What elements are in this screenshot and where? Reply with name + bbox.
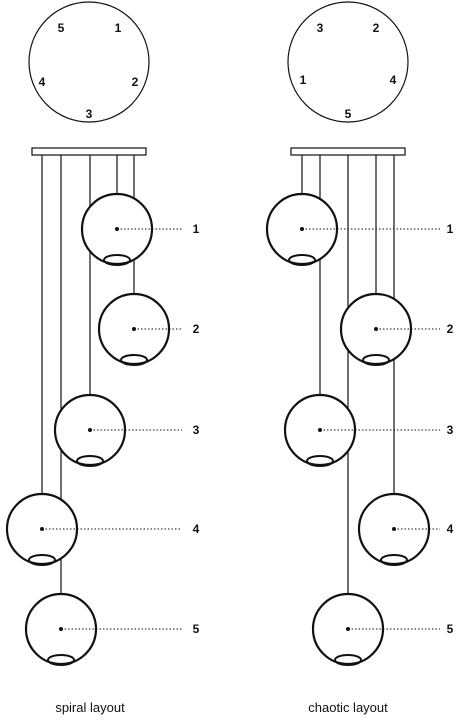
spiral-top-label-1: 1 <box>115 21 122 35</box>
chaotic-layout-diagram: 3 2 1 4 5 1 2 <box>265 1 454 715</box>
chaotic-top-label-3: 3 <box>317 21 324 35</box>
spiral-pendant-4: 4 <box>5 492 200 566</box>
spiral-pendant-label-3: 3 <box>193 423 200 437</box>
spiral-top-label-2: 2 <box>132 75 139 89</box>
spiral-pendant-label-4: 4 <box>193 522 200 536</box>
chaotic-pendant-label-2: 2 <box>447 322 454 336</box>
spiral-top-view: 5 1 4 2 3 <box>28 1 150 123</box>
chaotic-globe-4-opening <box>380 554 408 566</box>
chaotic-top-label-1: 1 <box>300 73 307 87</box>
spiral-globe-1-opening <box>103 254 131 266</box>
spiral-pendant-label-2: 2 <box>193 322 200 336</box>
spiral-top-label-4: 4 <box>39 75 46 89</box>
chaotic-pendant-4: 4 <box>357 492 454 566</box>
spiral-layout-diagram: 5 1 4 2 3 1 2 <box>5 1 200 715</box>
spiral-globe-5-opening <box>47 654 75 666</box>
chaotic-pendant-label-1: 1 <box>447 222 454 236</box>
chaotic-globe-3-opening <box>306 455 334 467</box>
chaotic-globe-1-opening <box>288 254 316 266</box>
chaotic-caption: chaotic layout <box>308 700 388 715</box>
spiral-top-label-3: 3 <box>86 107 93 121</box>
chaotic-pendant-label-3: 3 <box>447 423 454 437</box>
chaotic-pendant-label-5: 5 <box>447 622 454 636</box>
spiral-pendant-1: 1 <box>80 192 200 266</box>
chaotic-pendant-3: 3 <box>283 393 454 467</box>
spiral-top-label-5: 5 <box>58 21 65 35</box>
spiral-canopy <box>31 147 147 156</box>
chaotic-top-label-2: 2 <box>373 21 380 35</box>
spiral-caption: spiral layout <box>55 700 125 715</box>
spiral-pendant-3: 3 <box>53 393 200 467</box>
spiral-pendant-label-5: 5 <box>193 622 200 636</box>
chaotic-pendant-5: 5 <box>311 592 454 666</box>
chaotic-pendant-2: 2 <box>339 292 454 366</box>
spiral-globe-2-opening <box>120 354 148 366</box>
chaotic-globe-2-opening <box>362 354 390 366</box>
spiral-top-view-circle <box>28 1 150 123</box>
chaotic-top-view-circle <box>287 1 409 123</box>
spiral-globe-4-opening <box>28 554 56 566</box>
spiral-globe-3-opening <box>76 455 104 467</box>
chaotic-canopy <box>290 147 406 156</box>
chaotic-top-label-4: 4 <box>390 73 397 87</box>
spiral-pendant-label-1: 1 <box>193 222 200 236</box>
spiral-pendant-5: 5 <box>24 592 200 666</box>
chaotic-pendant-1: 1 <box>265 192 454 266</box>
chaotic-pendant-label-4: 4 <box>447 522 454 536</box>
chaotic-globe-5-opening <box>334 654 362 666</box>
chaotic-top-view: 3 2 1 4 5 <box>287 1 409 123</box>
chaotic-top-label-5: 5 <box>345 107 352 121</box>
spiral-pendant-2: 2 <box>97 292 200 366</box>
